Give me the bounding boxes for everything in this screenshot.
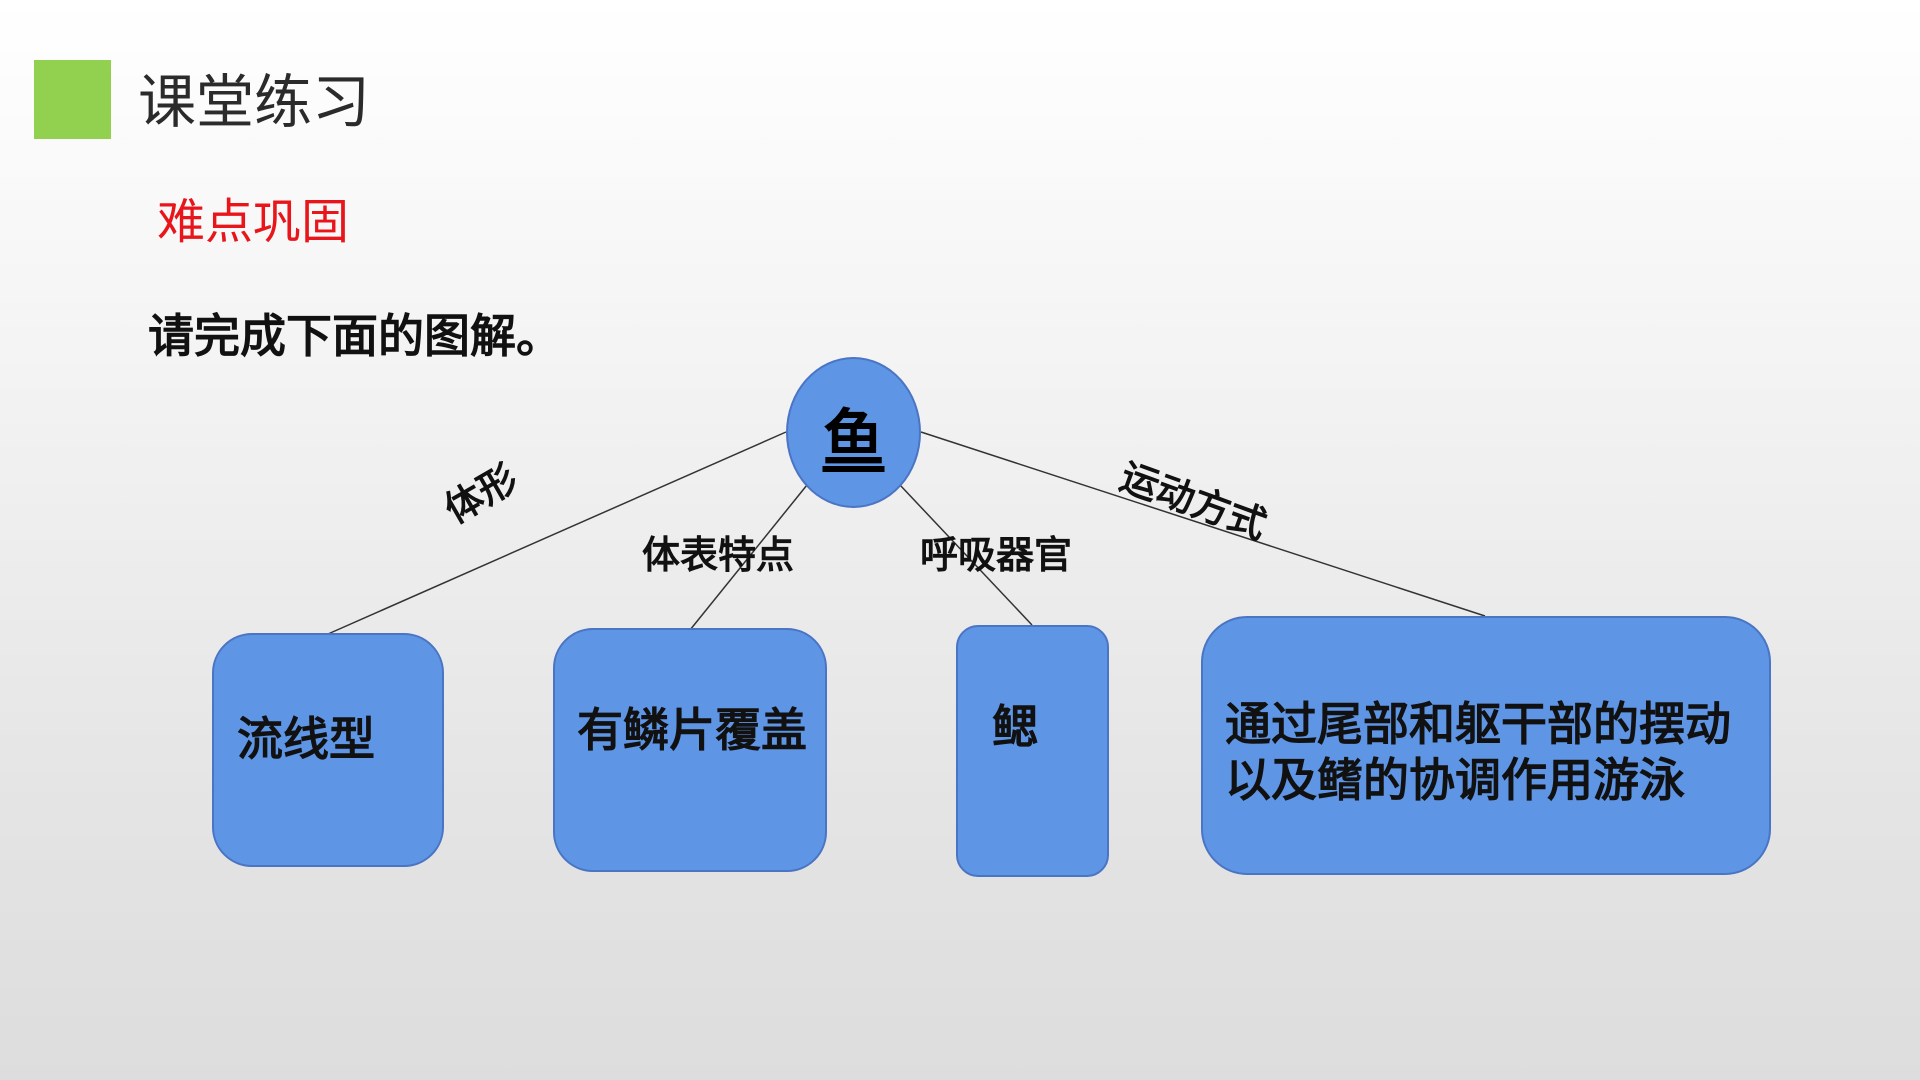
answer-box-breathing: 鳃 (956, 625, 1109, 877)
answer-box-movement: 通过尾部和躯干部的摆动 以及鳍的协调作用游泳 (1201, 616, 1771, 875)
instruction-text: 请完成下面的图解。 (148, 309, 562, 363)
section-subtitle: 难点巩固 (157, 194, 350, 250)
answer-box-surface: 有鳞片覆盖 (553, 628, 827, 872)
connector-surface (689, 484, 808, 631)
answer-text-movement-line1: 通过尾部和躯干部的摆动 (1225, 697, 1731, 751)
connector-body-shape (327, 431, 787, 635)
answer-text-movement-line2: 以及鳍的协调作用游泳 (1225, 753, 1685, 807)
connector-movement (920, 431, 1486, 617)
root-node-label: 鱼 (822, 401, 885, 475)
connector-breathing (899, 484, 1033, 626)
answer-text-body-shape: 流线型 (237, 712, 375, 766)
answer-text-surface: 有鳞片覆盖 (577, 703, 807, 757)
answer-box-body-shape: 流线型 (212, 633, 444, 867)
answer-text-breathing: 鳃 (992, 700, 1038, 754)
title-accent-square (34, 60, 111, 139)
page-title: 课堂练习 (138, 68, 371, 136)
root-node-fish: 鱼 (786, 357, 921, 508)
edge-label-breathing: 呼吸器官 (920, 533, 1073, 577)
edge-label-surface: 体表特点 (642, 533, 795, 577)
